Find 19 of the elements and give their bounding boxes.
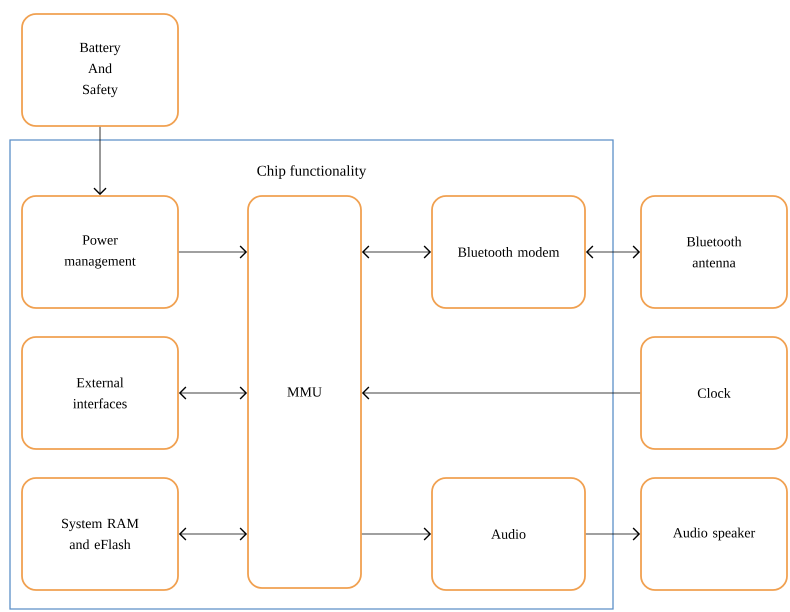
process-box: Bluetooth modem xyxy=(431,195,586,309)
process-box: Battery And Safety xyxy=(21,13,179,127)
arrow xyxy=(178,246,248,258)
arrow xyxy=(94,126,106,196)
process-box: Clock xyxy=(640,336,788,450)
process-box: Audio speaker xyxy=(640,477,788,591)
arrow xyxy=(586,246,640,258)
arrow xyxy=(362,528,432,540)
arrow xyxy=(586,528,640,540)
process-box: Audio xyxy=(431,477,586,591)
arrow xyxy=(362,386,640,400)
arrow xyxy=(178,528,248,540)
process-box: System RAM and eFlash xyxy=(21,477,179,591)
process-box: Power management xyxy=(21,195,179,309)
process-box: External interfaces xyxy=(21,336,179,450)
process-box: Bluetooth antenna xyxy=(640,195,788,309)
arrow xyxy=(362,246,432,258)
process-box: MMU xyxy=(247,195,362,589)
arrow xyxy=(178,386,248,400)
